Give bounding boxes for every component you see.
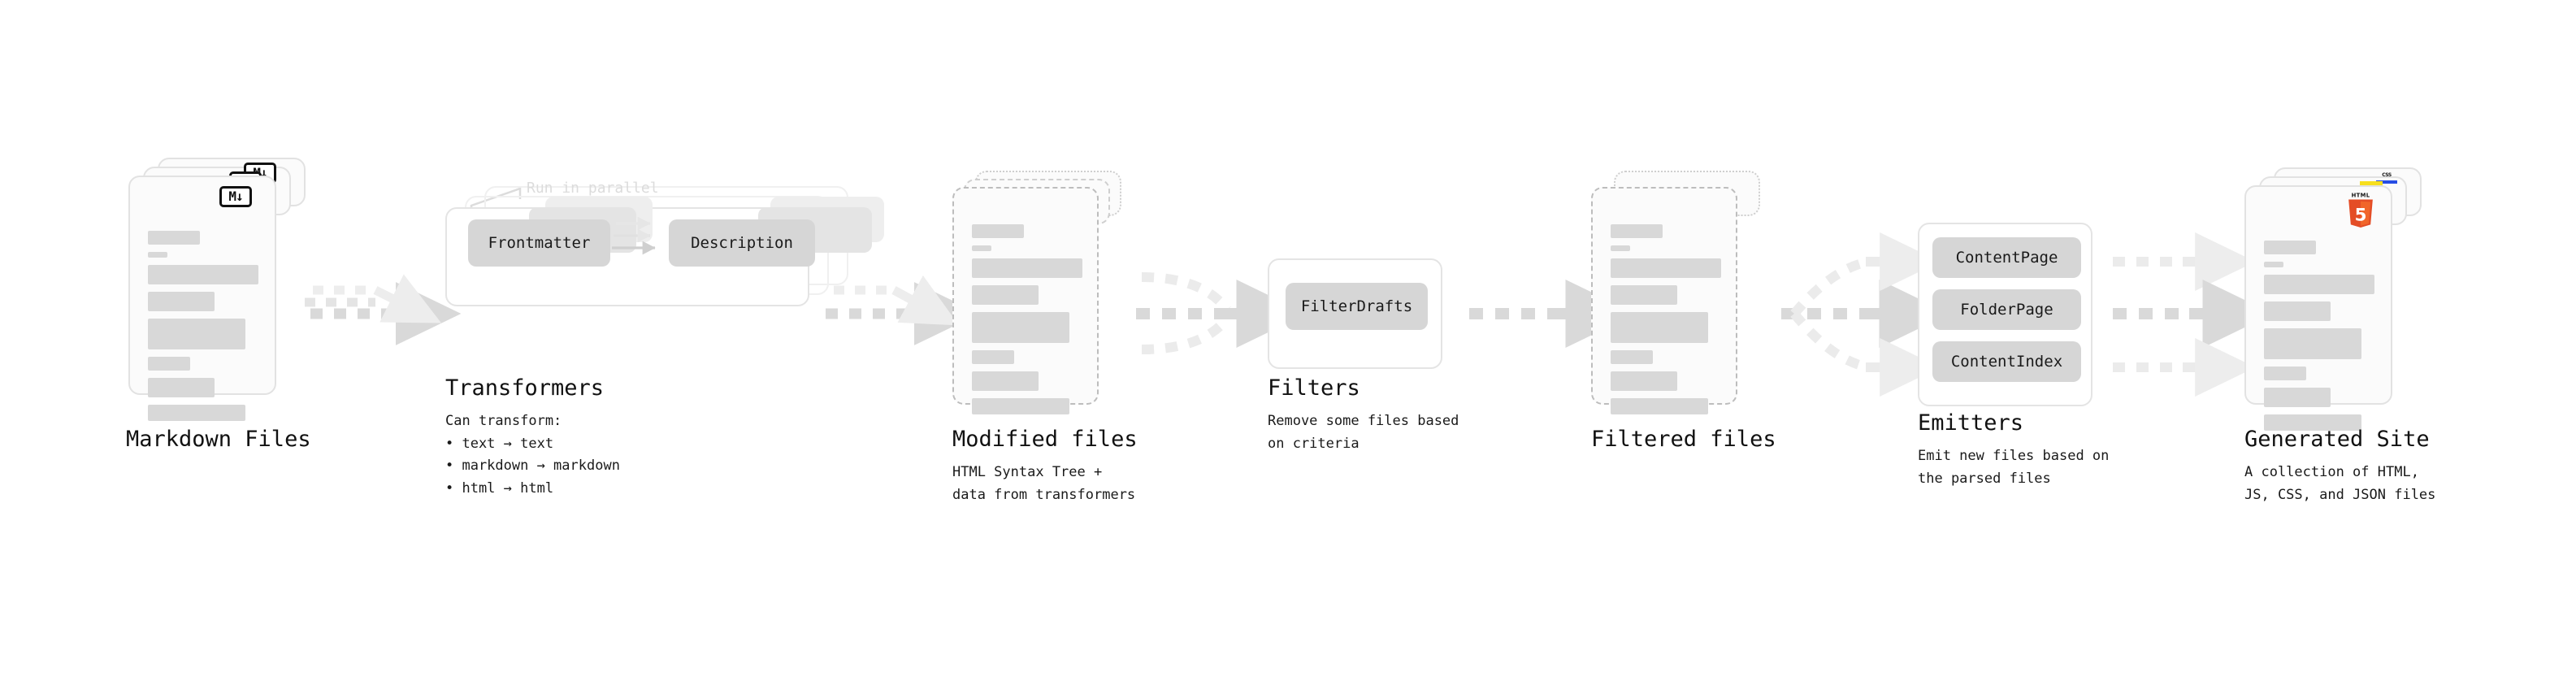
stage-title-modified-files: Modified files [952, 427, 1138, 452]
skeleton-line [972, 398, 1069, 414]
skeleton-line [1611, 371, 1677, 391]
doc-card-markdown[interactable]: M↓ [128, 176, 276, 421]
stage-title-generated-site: Generated Site [2244, 427, 2430, 452]
skeleton-line [148, 292, 215, 311]
doc-card-generated[interactable]: HTML 5 [2244, 185, 2392, 431]
skeleton-line [972, 312, 1069, 343]
skeleton-line [148, 405, 245, 421]
skeleton-line [1611, 245, 1630, 251]
connector-filtered-to-emitters [1781, 232, 1950, 397]
stage-filters-panel[interactable]: FilterDrafts [1268, 258, 1442, 369]
stage-subtitle-emitters: Emit new files based on the parsed files [1918, 448, 2110, 487]
skeleton-line [1611, 398, 1708, 414]
pill-contentpage[interactable]: ContentPage [1932, 237, 2081, 278]
stage-title-markdown-files: Markdown Files [126, 427, 311, 452]
bullet-item: • html → html [445, 479, 554, 497]
bullet-item: • markdown → markdown [445, 458, 620, 475]
html5-icon: HTML 5 [2348, 193, 2373, 228]
skeleton-line [1611, 285, 1677, 305]
markdown-badge-icon: M↓ [219, 186, 252, 207]
connector-emitters-to-site [2113, 232, 2274, 397]
skeleton-line [2264, 414, 2361, 431]
stage-subtitle-filters: Remove some files based on criteria [1268, 413, 1459, 452]
skeleton-line [1611, 350, 1653, 364]
pill-frontmatter[interactable]: Frontmatter [468, 219, 610, 267]
skeleton-line [2264, 241, 2316, 254]
pill-folderpage[interactable]: FolderPage [1932, 289, 2081, 330]
pill-description[interactable]: Description [669, 219, 815, 267]
stage-title-filters: Filters [1268, 375, 1360, 401]
skeleton-line [972, 285, 1039, 305]
skeleton-line [2264, 301, 2331, 321]
skeleton-line [972, 224, 1024, 238]
css-icon: CSS [2376, 172, 2397, 184]
skeleton-line [1611, 258, 1721, 278]
skeleton-line [2264, 388, 2331, 407]
stage-title-filtered-files: Filtered files [1591, 427, 1776, 452]
skeleton-line [148, 265, 258, 284]
skeleton-line [2264, 262, 2283, 267]
skeleton-line [2264, 328, 2361, 359]
doc-card-filtered[interactable] [1591, 187, 1737, 414]
stage-subtitle-generated-site: A collection of HTML, JS, CSS, and JSON … [2244, 464, 2436, 503]
stage-emitters-panel[interactable]: ContentPage FolderPage ContentIndex [1918, 223, 2092, 406]
stage-title-transformers: Transformers [445, 375, 605, 401]
doc-card-modified[interactable] [952, 187, 1099, 414]
skeleton-line [2264, 275, 2374, 294]
pill-filterdrafts[interactable]: FilterDrafts [1286, 283, 1428, 330]
skeleton-line [148, 357, 190, 371]
skeleton-line [1611, 312, 1708, 343]
svg-text:HTML: HTML [2352, 193, 2370, 199]
skeleton-line [148, 252, 167, 258]
skeleton-line [148, 319, 245, 349]
transformers-bullets: Can transform: • text → text • markdown … [445, 410, 620, 500]
connector-markdown-to-transformers [305, 274, 462, 345]
skeleton-line [972, 245, 991, 251]
skeleton-line [148, 231, 200, 245]
skeleton-line [972, 371, 1039, 391]
skeleton-line [972, 258, 1082, 278]
skeleton-line [2264, 367, 2306, 380]
bullet-item: • text → text [445, 435, 554, 452]
run-in-parallel-label: Run in parallel [527, 180, 659, 197]
svg-text:5: 5 [2355, 206, 2367, 226]
bullets-heading: Can transform: [445, 413, 562, 429]
pill-contentindex[interactable]: ContentIndex [1932, 341, 2081, 382]
skeleton-line [1611, 224, 1663, 238]
connector-transformers-to-modified [826, 275, 980, 345]
skeleton-line [972, 350, 1014, 364]
stage-title-emitters: Emitters [1918, 410, 2024, 436]
skeleton-line [148, 378, 215, 397]
connector-modified-to-filters [1136, 272, 1308, 354]
stage-subtitle-modified-files: HTML Syntax Tree + data from transformer… [952, 464, 1136, 503]
